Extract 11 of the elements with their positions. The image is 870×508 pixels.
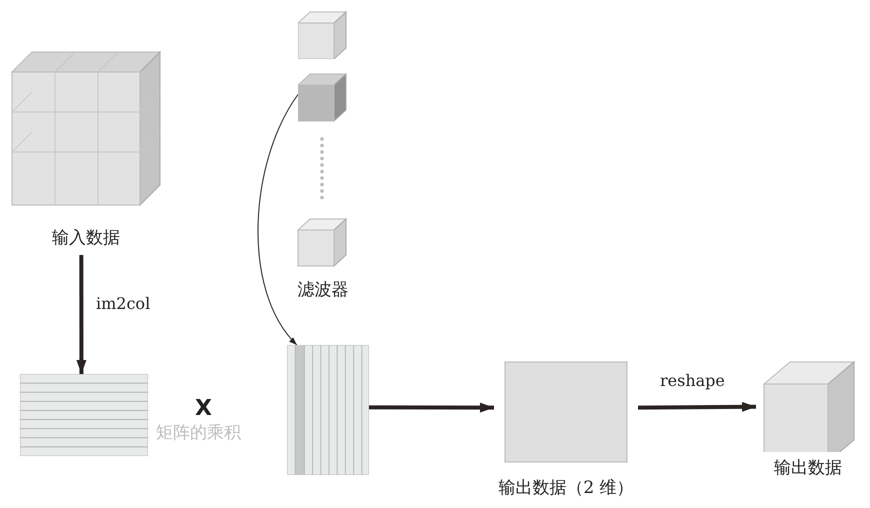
caption-text: 滤波器 bbox=[298, 279, 348, 301]
arrow bbox=[258, 94, 298, 346]
caption-text: 输出数据 bbox=[774, 457, 842, 479]
arrow bbox=[369, 402, 494, 413]
multiply-sign: X bbox=[195, 397, 212, 421]
caption-text: 输出数据（2 维） bbox=[498, 477, 634, 499]
edge-label: reshape bbox=[660, 372, 725, 390]
arrow bbox=[76, 255, 86, 374]
arrow bbox=[638, 402, 756, 412]
caption-text: 矩阵的乘积 bbox=[156, 424, 241, 443]
caption-text: 输入数据 bbox=[52, 227, 120, 249]
